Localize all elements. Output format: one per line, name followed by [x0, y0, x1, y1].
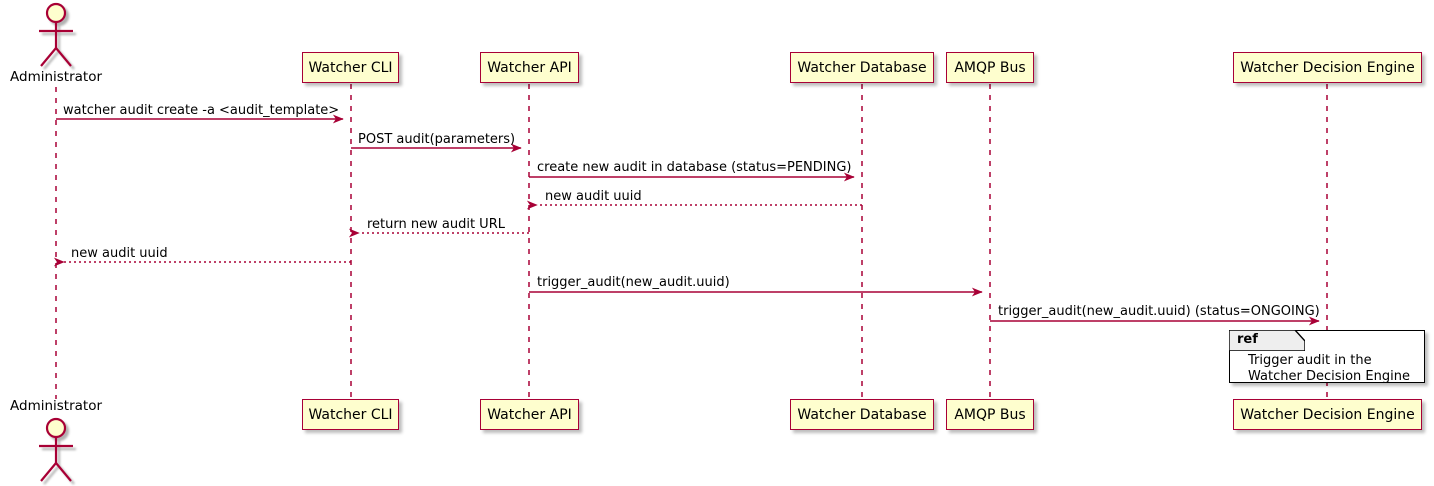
- message-label-3: create new audit in database (status=PEN…: [537, 160, 852, 175]
- message-label-6: new audit uuid: [71, 246, 168, 261]
- participant-box-watcher-cli-top[interactable]: Watcher CLI: [302, 52, 399, 83]
- message-label-4: new audit uuid: [545, 189, 642, 204]
- ref-fragment-body: Trigger audit in the Watcher Decision En…: [1230, 353, 1426, 385]
- participant-box-watcher-database-top[interactable]: Watcher Database: [790, 52, 934, 83]
- participant-box-watcher-decision-engine-bottom[interactable]: Watcher Decision Engine: [1233, 399, 1422, 430]
- participant-label: Watcher CLI: [308, 59, 393, 76]
- ref-header-label: ref: [1237, 332, 1258, 347]
- message-label-8: trigger_audit(new_audit.uuid) (status=ON…: [998, 304, 1320, 319]
- ref-header-tab-shape: [1229, 330, 1305, 351]
- message-label-7: trigger_audit(new_audit.uuid): [537, 275, 730, 290]
- actor-administrator-top: [39, 2, 73, 67]
- ref-body-line-2: Watcher Decision Engine: [1248, 369, 1410, 384]
- message-label-1: watcher audit create -a <audit_template>: [63, 103, 340, 118]
- ref-fragment: ref Trigger audit in the Watcher Decisio…: [1229, 330, 1426, 385]
- actor-label-bottom: Administrator: [10, 398, 103, 414]
- participant-box-watcher-api-top[interactable]: Watcher API: [480, 52, 579, 83]
- participant-label: Watcher Database: [797, 406, 927, 423]
- participant-box-watcher-database-bottom[interactable]: Watcher Database: [790, 399, 934, 430]
- participant-box-watcher-decision-engine-top[interactable]: Watcher Decision Engine: [1233, 52, 1422, 83]
- message-label-5: return new audit URL: [367, 217, 505, 232]
- messages: [53, 114, 1320, 326]
- ref-body-line-1: Trigger audit in the: [1248, 353, 1372, 368]
- participant-label: Watcher Decision Engine: [1240, 59, 1415, 76]
- actor-administrator-bottom: [39, 417, 73, 482]
- participant-label: Watcher Database: [797, 59, 927, 76]
- participant-box-amqp-bus-bottom[interactable]: AMQP Bus: [946, 399, 1034, 430]
- participant-label: Watcher API: [487, 59, 572, 76]
- participant-label: AMQP Bus: [954, 59, 1026, 76]
- participant-label: Watcher CLI: [308, 406, 393, 423]
- participant-label: Watcher API: [487, 406, 572, 423]
- lifelines: [55, 84, 1328, 399]
- participant-box-amqp-bus-top[interactable]: AMQP Bus: [946, 52, 1034, 83]
- message-label-2: POST audit(parameters): [358, 132, 516, 147]
- participant-box-watcher-api-bottom[interactable]: Watcher API: [480, 399, 579, 430]
- participant-box-watcher-cli-bottom[interactable]: Watcher CLI: [302, 399, 399, 430]
- actor-label-top: Administrator: [10, 69, 103, 85]
- participant-label: Watcher Decision Engine: [1240, 406, 1415, 423]
- participant-label: AMQP Bus: [954, 406, 1026, 423]
